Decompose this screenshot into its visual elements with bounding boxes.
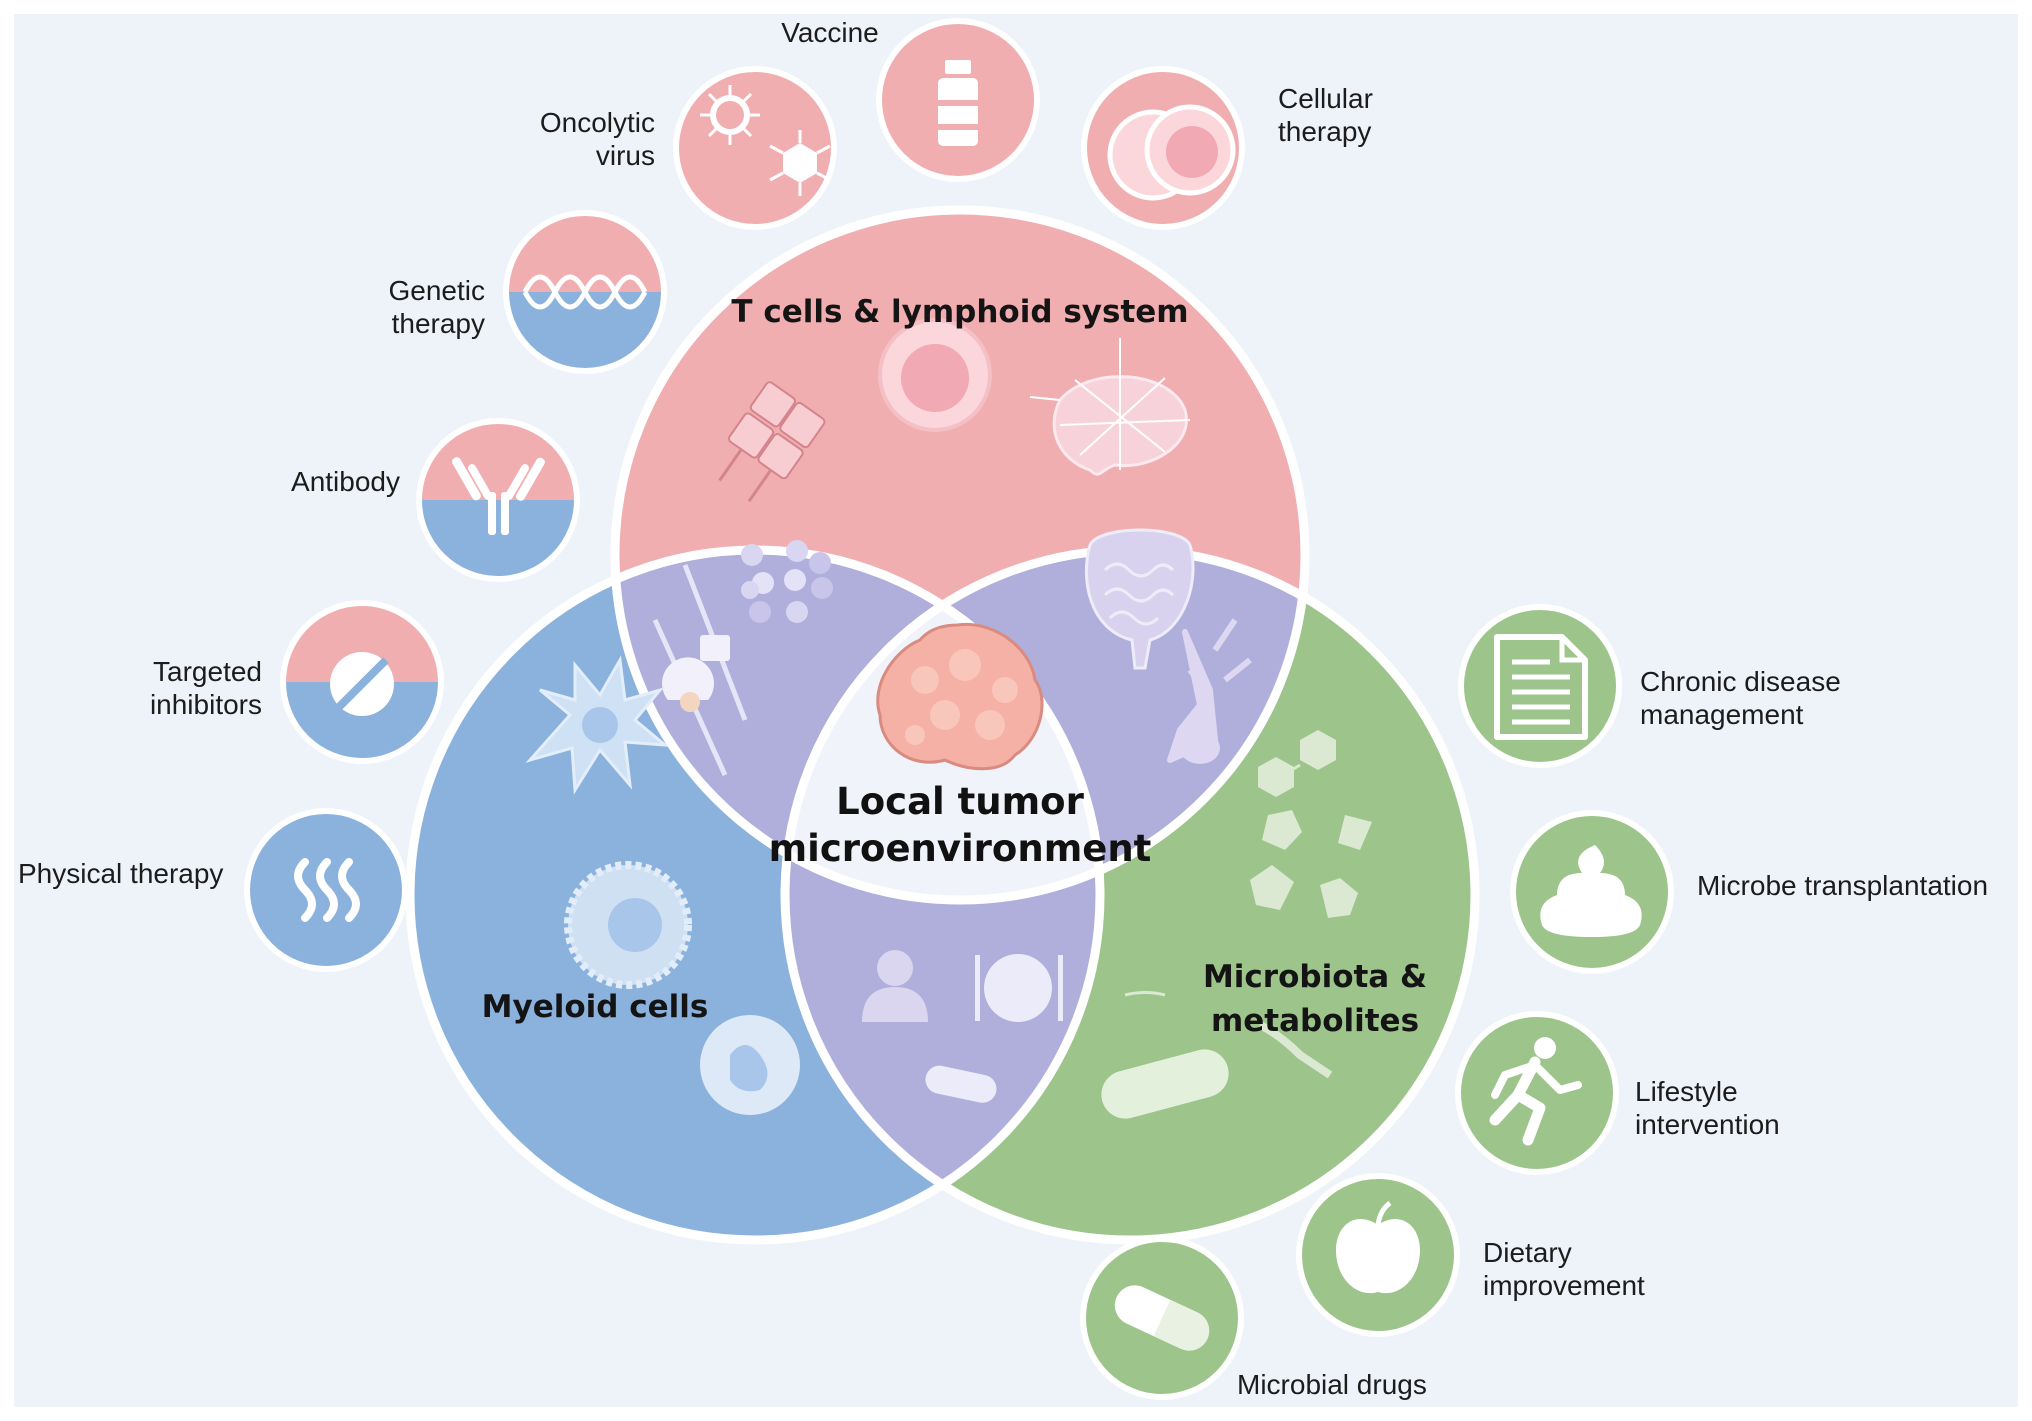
pill-icon [330, 652, 394, 716]
cellular-therapy-node [1081, 66, 1245, 230]
tumor-icon [876, 622, 1044, 771]
overlap-left-icons [652, 540, 833, 777]
vaccine-label: Vaccine [781, 17, 879, 48]
overlap-bottom-icons [862, 950, 1063, 1103]
vaccine-node [876, 18, 1040, 182]
stool-icon [1540, 845, 1642, 937]
oncolytic-virus-label: Oncolytic virus [539, 107, 655, 171]
physical-therapy-node [244, 808, 408, 972]
targeted-inhibitors-node [280, 600, 444, 764]
microbe-transplant-label: Microbe transplantation [1697, 870, 1989, 901]
overlap-right-icons [1084, 528, 1252, 764]
cell-icon [1107, 104, 1236, 201]
dna-icon [522, 274, 648, 310]
heat-waves-icon [294, 858, 360, 922]
bacteria-icon [1101, 991, 1333, 1119]
dietary-label: Dietary improvement [1483, 1237, 1645, 1301]
chronic-disease-node [1458, 604, 1622, 768]
running-person-icon [1489, 1037, 1582, 1146]
receptor-icon [718, 381, 826, 503]
microbiota-label: Microbiota & metabolites [1202, 959, 1428, 1039]
targeted-inhibitors-label: Targeted inhibitors [149, 656, 262, 720]
macrophage-icon [564, 861, 692, 989]
microbiota-icons [1101, 730, 1372, 1119]
plate-icon [975, 954, 1063, 1022]
document-icon [1494, 634, 1588, 740]
vial-icon [938, 60, 978, 146]
center-title: Local tumor microenvironment [768, 780, 1152, 870]
microbial-drugs-label: Microbial drugs [1237, 1369, 1427, 1400]
microbe-transplant-node [1510, 810, 1674, 974]
t-cell-icons [718, 318, 1191, 503]
genetic-therapy-label: Genetic therapy [388, 275, 486, 339]
lifestyle-node [1455, 1011, 1619, 1175]
antibody-node [416, 418, 580, 582]
spleen-icon [1029, 338, 1191, 476]
capsule-icon [1114, 1285, 1210, 1351]
capsule-overlap-icon [925, 1065, 997, 1103]
chronic-disease-label: Chronic disease management [1640, 666, 1841, 730]
myeloid-icons [525, 655, 800, 1115]
physical-therapy-label: Physical therapy [18, 858, 224, 889]
neuron-icon [1167, 618, 1252, 763]
lymphocyte-icon [878, 318, 992, 432]
myeloid-label: Myeloid cells [481, 989, 709, 1025]
cellular-therapy-label: Cellular therapy [1278, 83, 1373, 147]
neutrophil-icon [700, 1015, 800, 1115]
dendritic-cell-icon [525, 655, 670, 795]
apple-icon [1336, 1200, 1420, 1294]
t-cells-label: T cells & lymphoid system [731, 294, 1189, 330]
virus-icon [700, 85, 831, 196]
microbial-drugs-node [1080, 1236, 1244, 1400]
lifestyle-label: Lifestyle intervention [1635, 1076, 1780, 1140]
oncolytic-virus-node [673, 66, 837, 230]
antibody-icon [451, 457, 545, 535]
antibody-label: Antibody [291, 466, 400, 497]
genetic-therapy-node [503, 210, 667, 374]
dietary-node [1296, 1173, 1460, 1337]
person-icon [862, 950, 928, 1022]
